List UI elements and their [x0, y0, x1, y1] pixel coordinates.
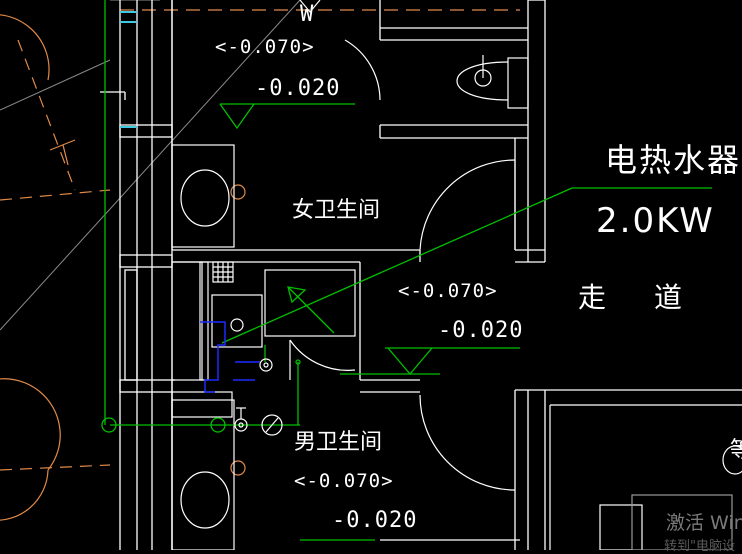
level-female-drain: -0.020 [255, 76, 341, 101]
activation-watermark-sub: 转到"电脑设 [664, 539, 735, 554]
orange-markers [49, 139, 246, 476]
left-dashed-axis [0, 39, 111, 471]
water-heater-symbol [287, 286, 335, 334]
room-female-restroom: 女卫生间 [292, 198, 381, 223]
corridor-char-1: 走 [578, 281, 607, 314]
grey-diagonals [0, 0, 301, 331]
level-mid-drain: -0.020 [438, 318, 524, 343]
level-female-floor: <-0.070> [215, 36, 315, 58]
level-male-floor: <-0.070> [294, 470, 394, 492]
edge-character: 等 [730, 438, 742, 463]
door-swings [289, 39, 516, 491]
cyan-marks [120, 11, 137, 128]
blue-pipes [200, 321, 260, 393]
level-male-drain: -0.020 [332, 508, 418, 533]
green-leaders [101, 0, 712, 541]
right-structure [549, 404, 742, 550]
level-mid-floor: <-0.070> [398, 280, 498, 302]
letter-w: W [300, 2, 315, 27]
corridor-char-2: 道 [654, 281, 683, 314]
partition-walls [171, 0, 742, 550]
fixtures [171, 0, 529, 550]
wall-column [100, 0, 173, 550]
activation-watermark: 激活 Win [666, 512, 742, 534]
left-door-arcs [0, 14, 61, 521]
room-male-restroom: 男卫生间 [294, 430, 383, 455]
heater-name-label: 电热水器 [605, 141, 742, 179]
heater-power-label: 2.0KW [596, 201, 715, 241]
valves [234, 358, 283, 436]
